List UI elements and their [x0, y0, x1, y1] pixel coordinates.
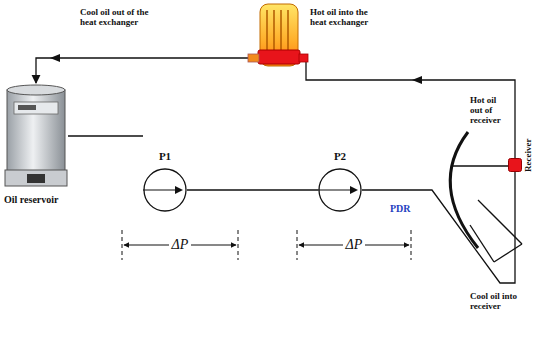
drum-symbol: [4, 84, 68, 188]
pump-symbol: [318, 168, 362, 212]
pump-circle: P2: [318, 168, 362, 212]
parabolic-dish: [450, 132, 522, 262]
receiver-box: Receiver: [508, 158, 522, 172]
flow-note: Hot oil out of receiver: [470, 96, 510, 126]
flow-note: Cool oil out of the heat exchanger: [80, 8, 154, 28]
node-label: Oil reservoir: [4, 194, 59, 205]
heat-exchanger: [248, 4, 308, 66]
flow-note: Cool oil into receiver: [470, 292, 532, 312]
oil-pipe: [362, 172, 515, 283]
pump-symbol: [143, 168, 187, 212]
oil-pipe: [68, 135, 143, 136]
dimension-label: ΔP: [169, 237, 192, 252]
reservoir-tank: Oil reservoir: [4, 84, 68, 188]
receiver-symbol: [508, 158, 522, 172]
node-label: P1: [159, 150, 171, 162]
flow-arrow: [412, 76, 422, 84]
node-label: P2: [334, 150, 346, 162]
flow-note: Hot oil into the heat exchanger: [310, 8, 372, 28]
dimension-marks: [122, 230, 411, 260]
flow-arrow: [50, 54, 60, 62]
oil-pipe: [36, 58, 515, 158]
dimension-label: ΔP: [343, 237, 366, 252]
oil-pipe: [187, 189, 318, 190]
part-label: PDR: [390, 203, 411, 214]
node-label: Receiver: [524, 139, 534, 172]
pump-circle: P1: [143, 168, 187, 212]
